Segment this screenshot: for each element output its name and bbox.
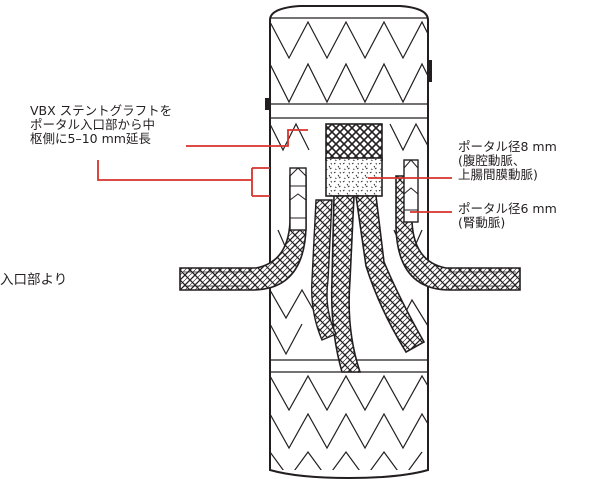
- cut-off-text: 入口部より: [0, 272, 68, 288]
- vbx-extension-label-line1: VBX ステントグラフトを: [30, 103, 173, 118]
- vbx-extension-segment: [325, 123, 383, 161]
- vbx-extension-label-line2: ポータル入口部から中: [30, 117, 156, 132]
- portal-6mm-label-line2: (腎動脈): [458, 215, 506, 230]
- portal-8mm-label: ポータル径8 mm (腹腔動脈、 上腸間膜動脈): [458, 140, 557, 182]
- portal-8mm-label-line1: ポータル径8 mm: [458, 139, 557, 154]
- vbx-extension-label-line3: 枢側に5–10 mm延長: [30, 131, 151, 146]
- left-renal-portal: [289, 167, 307, 231]
- portal-8mm-label-line3: 上腸間膜動脈): [458, 167, 538, 182]
- leader-vbx-extension: [97, 129, 308, 197]
- right-renal-portal: [403, 159, 419, 223]
- portal-6mm-label: ポータル径6 mm (腎動脈): [458, 202, 557, 230]
- portal-8mm-label-line2: (腹腔動脈、: [458, 153, 526, 168]
- right-renal-branch: [395, 175, 521, 291]
- visceral-portal-8mm: [325, 157, 383, 197]
- sma-bridging-stent: [355, 195, 426, 354]
- vbx-extension-label: VBX ステントグラフトを ポータル入口部から中 枢側に5–10 mm延長: [30, 104, 172, 146]
- celiac-bridging-stent: [330, 195, 362, 373]
- left-inner-bridging-stent: [311, 199, 337, 341]
- portal-6mm-label-line1: ポータル径6 mm: [458, 201, 557, 216]
